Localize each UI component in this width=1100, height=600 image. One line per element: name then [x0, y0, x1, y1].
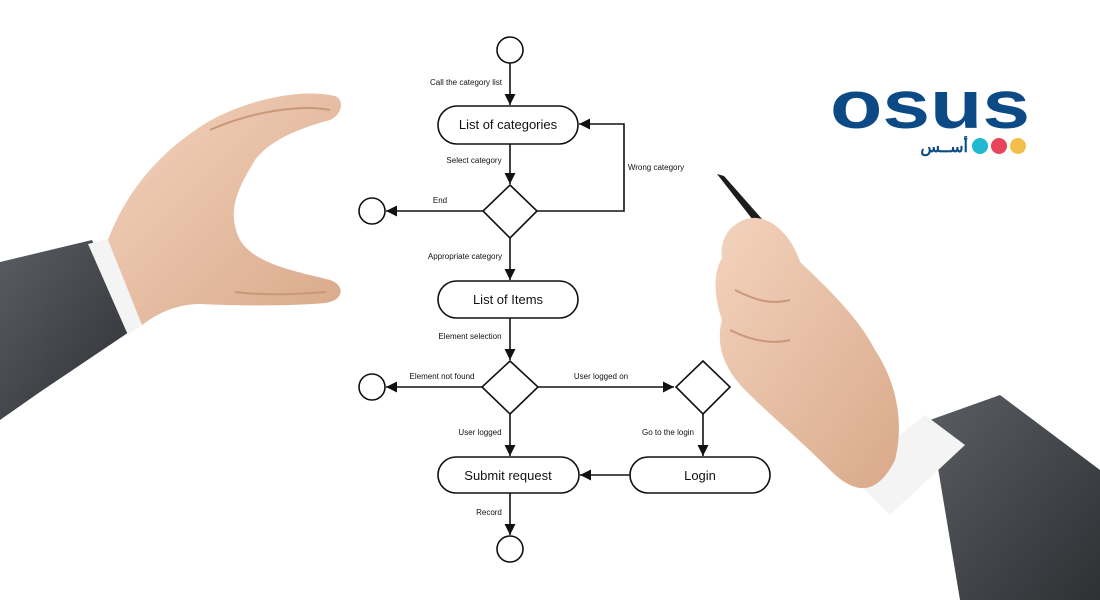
label-wrong-category: Wrong category: [628, 163, 684, 172]
label-end: End: [433, 196, 447, 205]
left-thumb-crease: [234, 291, 327, 296]
node-list-of-items: [437, 280, 579, 319]
left-finger-crease: [209, 107, 331, 131]
decision-element: [480, 359, 540, 416]
label-element-not-found: Element not found: [410, 372, 475, 381]
node-submit-request: [437, 456, 580, 494]
right-knuckle-crease-2: [729, 329, 791, 343]
decision-login: [674, 359, 732, 416]
right-shirt-cuff: [850, 415, 965, 515]
label-element-selection: Element selection: [438, 332, 501, 341]
left-palm: [108, 93, 342, 325]
logo-dot-teal: [972, 138, 988, 154]
label-record: Record: [476, 508, 502, 517]
right-knuckle-crease: [734, 289, 791, 303]
edge-wrong-category-loop: [537, 118, 625, 212]
left-suit-sleeve: [0, 240, 132, 420]
label-user-logged: User logged: [458, 428, 501, 437]
logo-arabic-text: أســس: [920, 135, 968, 157]
edge-labels: Call the category list Select category W…: [410, 78, 694, 517]
end-node-2: [358, 373, 386, 401]
label-user-logged-on: User logged on: [574, 372, 628, 381]
final-node: [496, 535, 524, 563]
label-submit-request: Submit request: [464, 468, 552, 483]
logo-dot-yellow: [1010, 138, 1026, 154]
label-select-category: Select category: [446, 156, 501, 165]
label-call-category-list: Call the category list: [430, 78, 503, 87]
flowchart: [358, 36, 771, 563]
logo-latin-text: osus: [830, 67, 1030, 143]
left-shirt-cuff: [88, 238, 150, 335]
osus-logo: osus أســس: [830, 67, 1030, 157]
label-go-to-login: Go to the login: [642, 428, 694, 437]
node-list-of-categories: [437, 105, 579, 145]
label-login: Login: [684, 468, 716, 483]
right-hand-illustration: [715, 174, 1100, 600]
decision-category: [481, 183, 539, 240]
start-node: [496, 36, 524, 64]
label-appropriate-category: Appropriate category: [428, 252, 502, 261]
right-palm: [715, 217, 899, 489]
node-labels: List of categories List of Items Submit …: [459, 117, 716, 483]
right-suit-sleeve: [930, 395, 1100, 600]
end-node-1: [358, 197, 386, 225]
logo-dot-red: [991, 138, 1007, 154]
left-hand-illustration: [0, 93, 342, 420]
label-list-of-items: List of Items: [473, 292, 544, 307]
label-list-of-categories: List of categories: [459, 117, 558, 132]
